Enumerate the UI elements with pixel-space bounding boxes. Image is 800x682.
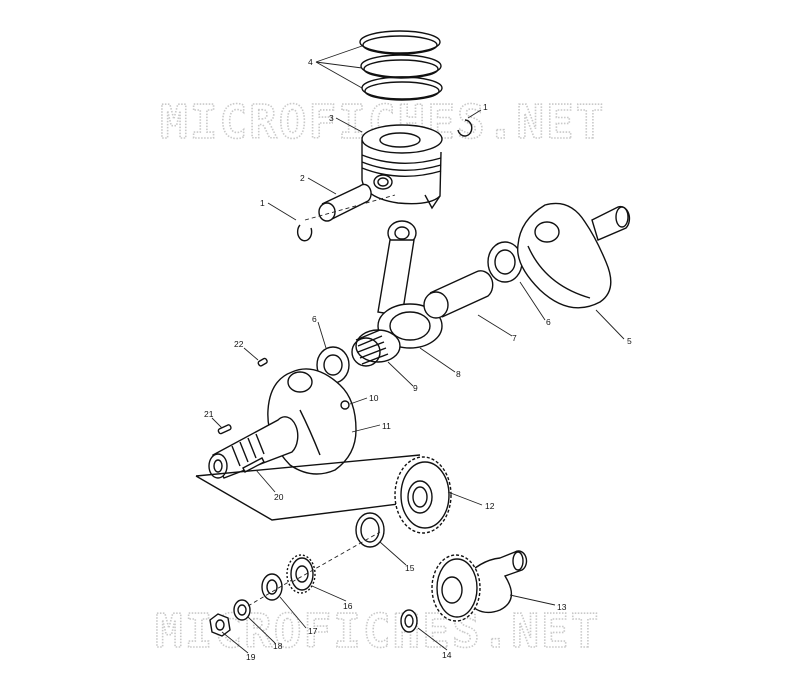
- connecting-rod-drawing: [377, 220, 443, 349]
- callout-6-left: 6: [312, 314, 317, 324]
- plug-drawing: [340, 400, 350, 410]
- callout-13: 13: [557, 602, 567, 612]
- gear-16-drawing: [286, 554, 316, 594]
- piston-drawing: [361, 124, 443, 210]
- callout-22: 22: [234, 339, 244, 349]
- callout-15: 15: [405, 563, 415, 573]
- callout-3: 3: [329, 113, 334, 123]
- callout-labels: 4 3 2 1 1 5 6 7 8 9 6 10 11 22 21 20 12 …: [204, 57, 632, 662]
- callout-17: 17: [308, 626, 318, 636]
- pin-drawing: [242, 457, 265, 473]
- callout-14: 14: [442, 650, 452, 660]
- key-22-drawing: [257, 357, 268, 367]
- leader-lines: [211, 45, 625, 654]
- callout-2: 2: [300, 173, 305, 183]
- callout-7: 7: [512, 333, 517, 343]
- callout-1-right: 1: [483, 102, 488, 112]
- drive-gear-drawing: [394, 456, 452, 534]
- washer-18-drawing: [233, 599, 251, 621]
- callout-5: 5: [627, 336, 632, 346]
- crank-pin-drawing: [423, 270, 494, 319]
- bracket-top: [195, 454, 421, 477]
- circlip-right-drawing: [457, 119, 473, 137]
- key-21-drawing: [217, 424, 232, 435]
- balancer-shaft-drawing: [431, 550, 528, 622]
- crank-half-left-drawing: [208, 368, 357, 479]
- centerline-pin: [304, 194, 396, 221]
- thrust-washer-upper-drawing: [487, 241, 523, 283]
- callout-9: 9: [413, 383, 418, 393]
- piston-rings-drawing: [359, 30, 443, 101]
- washer-14-drawing: [400, 609, 418, 633]
- circlip-left-drawing: [296, 224, 313, 242]
- washer-15-drawing: [355, 512, 385, 548]
- nut-drawing: [209, 613, 231, 637]
- callout-11: 11: [382, 421, 391, 431]
- callout-20: 20: [274, 492, 284, 502]
- callout-21: 21: [204, 409, 214, 419]
- callout-16: 16: [343, 601, 353, 611]
- bracket-bottom: [195, 475, 439, 521]
- callout-18: 18: [273, 641, 283, 651]
- lock-washer-drawing: [261, 573, 283, 601]
- callout-19: 19: [246, 652, 256, 662]
- piston-pin-drawing: [318, 183, 372, 222]
- callout-4: 4: [308, 57, 313, 67]
- needle-bearing-drawing: [351, 329, 401, 367]
- callout-1-left: 1: [260, 198, 265, 208]
- centerline-gear: [247, 531, 381, 607]
- callout-8: 8: [456, 369, 461, 379]
- callout-6-right: 6: [546, 317, 551, 327]
- callout-12: 12: [485, 501, 495, 511]
- crank-half-right-drawing: [516, 202, 631, 309]
- callout-10: 10: [369, 393, 379, 403]
